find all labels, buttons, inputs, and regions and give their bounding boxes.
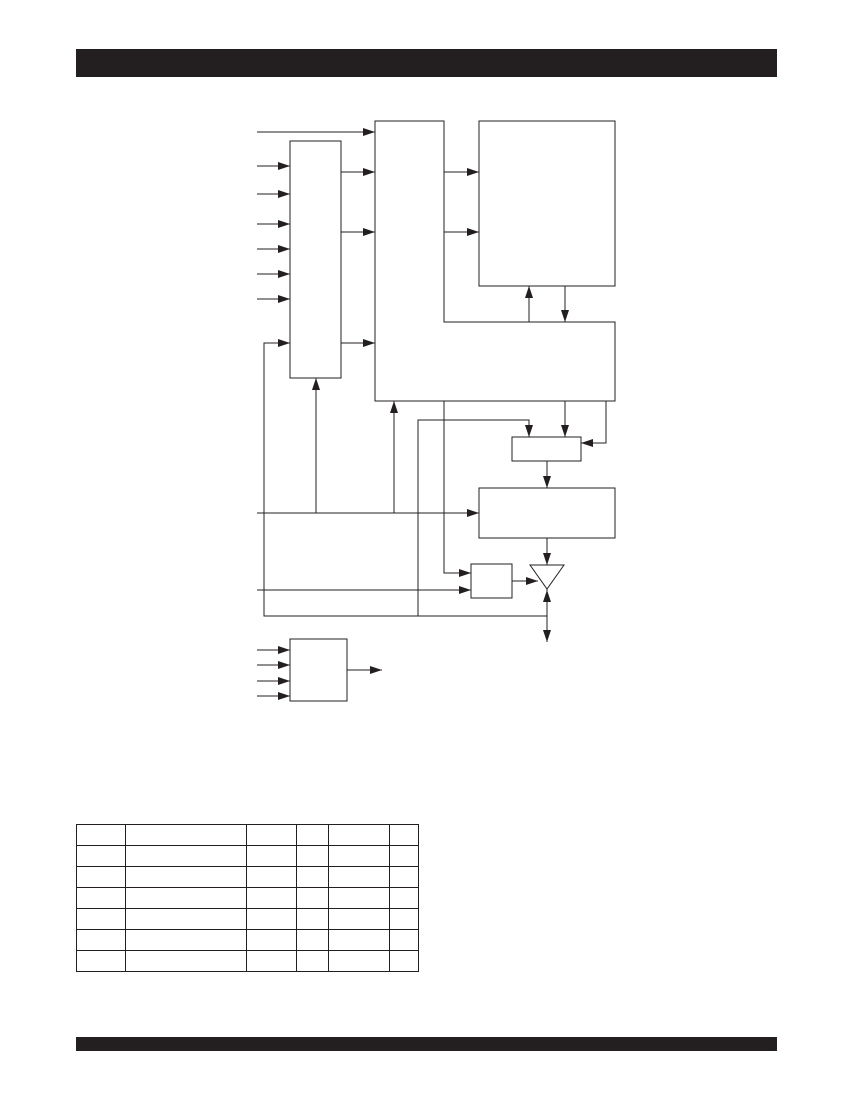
arrow-enable-input <box>459 586 471 594</box>
table-cell <box>296 824 329 846</box>
arrow-address <box>363 128 375 136</box>
control-to-enable-line <box>443 401 471 574</box>
auxiliary-logic-block <box>289 638 348 702</box>
header-bar <box>76 49 777 77</box>
table-cell <box>328 950 390 972</box>
arrow-register-out-1 <box>363 168 375 176</box>
arrow-aux-1 <box>278 646 290 654</box>
arrow-control-to-array-1 <box>467 168 479 176</box>
arrow-array-up <box>525 286 533 298</box>
table-cell <box>389 908 419 930</box>
arrow-clock-to-register <box>467 509 479 517</box>
arrow-control-to-mux <box>561 425 569 437</box>
arrow-register-to-buffer <box>543 553 551 565</box>
arrow-control-4 <box>278 245 290 253</box>
table-cell <box>125 887 247 909</box>
table-cell <box>76 929 126 951</box>
arrow-control-1 <box>278 162 290 170</box>
table-cell <box>76 845 126 867</box>
table-cell <box>246 887 297 909</box>
table-cell <box>125 845 247 867</box>
table-cell <box>125 950 247 972</box>
control-logic-block <box>374 120 616 402</box>
table-cell <box>296 950 329 972</box>
arrow-aux-2 <box>278 661 290 669</box>
table-cell <box>389 929 419 951</box>
arrow-control-side-to-mux <box>581 439 593 447</box>
table-cell <box>125 929 247 951</box>
table-cell <box>246 866 297 888</box>
spec-table-body <box>76 824 419 972</box>
table-cell <box>328 845 390 867</box>
table-cell <box>246 908 297 930</box>
table-cell <box>389 887 419 909</box>
table-row <box>76 950 419 972</box>
arrow-enable-to-buffer <box>526 577 538 585</box>
mux-block <box>511 436 582 462</box>
arrow-array-down <box>561 310 569 322</box>
table-cell <box>125 908 247 930</box>
table-cell <box>296 887 329 909</box>
table-cell <box>389 866 419 888</box>
arrow-aux-output <box>370 666 382 674</box>
arrow-clock-branch-register <box>312 378 320 390</box>
footer-bar <box>76 1037 777 1051</box>
table-row <box>76 929 419 951</box>
table-cell <box>246 950 297 972</box>
memory-array-block <box>478 120 616 287</box>
arrow-control-to-enable <box>459 569 471 577</box>
table-cell <box>328 929 390 951</box>
table-cell <box>296 929 329 951</box>
arrow-control-2 <box>278 190 290 198</box>
arrow-feedback <box>278 339 290 347</box>
table-cell <box>328 866 390 888</box>
table-cell <box>296 908 329 930</box>
table-cell <box>125 824 247 846</box>
feedback-line <box>263 342 547 617</box>
spec-table <box>76 824 419 972</box>
table-cell <box>328 887 390 909</box>
input-register-block <box>289 140 342 379</box>
output-enable-block <box>470 563 513 599</box>
table-cell <box>296 845 329 867</box>
output-register-block <box>478 487 616 539</box>
arrow-io-down <box>543 630 551 642</box>
table-cell <box>76 866 126 888</box>
arrow-control-to-array-2 <box>467 228 479 236</box>
table-row <box>76 866 419 888</box>
table-cell <box>328 908 390 930</box>
table-cell <box>328 824 390 846</box>
arrow-control-3 <box>278 220 290 228</box>
arrow-register-out-2 <box>363 228 375 236</box>
arrow-io-up <box>543 590 551 602</box>
table-row <box>76 845 419 867</box>
control-side-to-mux-line <box>581 401 607 444</box>
arrow-data-loop <box>525 425 533 437</box>
table-row <box>76 824 419 846</box>
table-cell <box>76 887 126 909</box>
arrow-control-6 <box>278 295 290 303</box>
table-cell <box>389 845 419 867</box>
arrow-aux-4 <box>278 692 290 700</box>
table-cell <box>389 824 419 846</box>
table-cell <box>76 908 126 930</box>
table-cell <box>246 929 297 951</box>
arrow-control-5 <box>278 270 290 278</box>
arrow-mux-to-register <box>543 476 551 488</box>
output-buffer-triangle <box>529 564 565 590</box>
arrow-clock-branch-control <box>390 401 398 413</box>
table-cell <box>76 824 126 846</box>
arrow-aux-3 <box>278 677 290 685</box>
table-cell <box>246 824 297 846</box>
table-row <box>76 887 419 909</box>
table-cell <box>76 950 126 972</box>
table-row <box>76 908 419 930</box>
table-cell <box>125 866 247 888</box>
table-cell <box>389 950 419 972</box>
table-cell <box>246 845 297 867</box>
arrow-register-out-3 <box>363 339 375 347</box>
table-cell <box>296 866 329 888</box>
